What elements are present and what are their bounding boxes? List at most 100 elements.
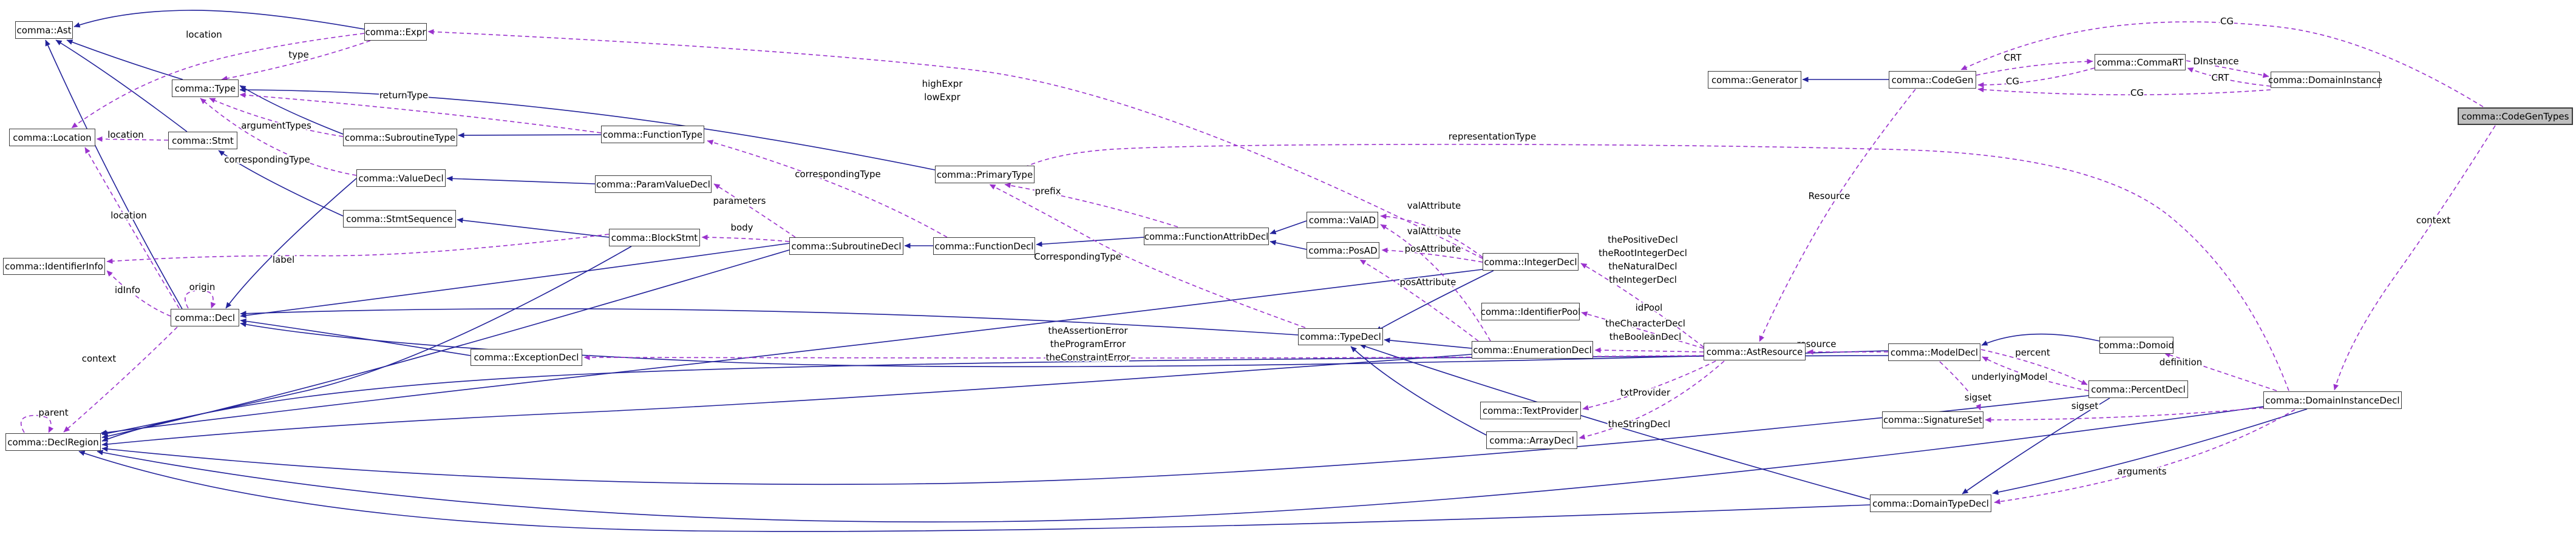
node-comma-rt[interactable]: comma::CommaRT: [2095, 54, 2186, 70]
node-type-decl[interactable]: comma::TypeDecl: [1298, 328, 1383, 345]
node-decl-region[interactable]: comma::DeclRegion: [5, 433, 101, 451]
edge-label-comma-rt-to-domain-instance: DInstance: [2193, 56, 2238, 67]
edge-label-comma-rt-to-code-gen: CG: [2006, 76, 2019, 87]
node-identifier-pool[interactable]: comma::IdentifierPool: [1481, 303, 1580, 320]
edge-function-type-to-type: [239, 92, 602, 133]
edge-stmt-sequence-to-stmt: [218, 150, 344, 217]
node-type[interactable]: comma::Type: [172, 79, 239, 97]
node-identifier-info[interactable]: comma::IdentifierInfo: [3, 258, 105, 275]
node-ast[interactable]: comma::Ast: [15, 21, 73, 39]
node-value-decl[interactable]: comma::ValueDecl: [356, 169, 446, 187]
node-stmt[interactable]: comma::Stmt: [168, 132, 237, 149]
edge-domoid-to-model-decl: [1981, 333, 2100, 346]
edge-type-decl-to-decl: [240, 308, 1299, 336]
edge-label-ast-resource-to-array-decl: theStringDecl: [1608, 419, 1671, 430]
edge-integer-decl-to-decl-region: [100, 269, 1483, 436]
edge-percent-decl-to-model-decl: [1982, 356, 2089, 391]
edge-label-enumeration-decl-to-pos-ad: posAttribute: [1400, 277, 1456, 288]
edge-model-decl-to-percent-decl: [1980, 349, 2088, 385]
node-model-decl[interactable]: comma::ModelDecl: [1888, 343, 1980, 361]
node-text-provider[interactable]: comma::TextProvider: [1480, 402, 1581, 419]
node-function-attrib-decl[interactable]: comma::FunctionAttribDecl: [1144, 228, 1269, 245]
edge-decl-region-to-decl-region: [20, 414, 54, 433]
edge-model-decl-to-decl-region: [101, 355, 1889, 442]
edge-param-value-decl-to-value-decl: [446, 175, 596, 184]
node-primary-type[interactable]: comma::PrimaryType: [935, 166, 1035, 183]
edge-block-stmt-to-decl-region: [101, 246, 632, 436]
node-exception-decl[interactable]: comma::ExceptionDecl: [471, 349, 582, 366]
edge-ast-resource-to-integer-decl: [1580, 263, 1704, 348]
node-subroutine-type[interactable]: comma::SubroutineType: [343, 129, 457, 146]
node-function-type[interactable]: comma::FunctionType: [601, 126, 704, 143]
node-stmt-sequence[interactable]: comma::StmtSequence: [343, 210, 456, 228]
edge-stmt-to-location: [96, 136, 169, 142]
edge-label-block-stmt-to-identifier-info: label: [273, 254, 294, 265]
node-location[interactable]: comma::Location: [9, 129, 95, 146]
edge-subroutine-decl-to-decl-region: [101, 249, 790, 439]
node-function-decl[interactable]: comma::FunctionDecl: [933, 237, 1035, 255]
node-generator[interactable]: comma::Generator: [1708, 71, 1801, 89]
edge-domain-instance-decl-to-domain-type-decl: [1992, 408, 2308, 495]
node-domain-instance-decl[interactable]: comma::DomainInstanceDecl: [2263, 391, 2402, 409]
edge-code-gen-to-ast-resource: [1759, 89, 1916, 342]
node-domain-instance[interactable]: comma::DomainInstance: [2268, 72, 2382, 88]
edge-label-function-attrib-decl-to-primary-type: prefix: [1035, 186, 1061, 197]
node-array-decl[interactable]: comma::ArrayDecl: [1486, 431, 1577, 449]
edge-stmt-to-ast: [55, 39, 188, 132]
node-domain-type-decl[interactable]: comma::DomainTypeDecl: [1870, 495, 1991, 512]
edge-function-attrib-decl-to-function-decl: [1036, 237, 1144, 247]
node-code-gen[interactable]: comma::CodeGen: [1889, 71, 1976, 89]
node-pos-ad[interactable]: comma::PosAD: [1307, 242, 1379, 258]
edge-enumeration-decl-to-decl-region: [101, 354, 1472, 447]
node-decl[interactable]: comma::Decl: [171, 309, 239, 326]
edge-pos-ad-to-function-attrib-decl: [1269, 240, 1307, 250]
node-param-value-decl[interactable]: comma::ParamValueDecl: [595, 175, 712, 193]
edge-enumeration-decl-to-type-decl: [1384, 337, 1472, 349]
edge-block-stmt-to-stmt-sequence: [457, 217, 610, 238]
edge-subroutine-decl-to-param-value-decl: [713, 183, 796, 238]
edge-label-function-decl-to-function-type: correspondingType: [795, 169, 881, 180]
edge-label-expr-to-location: location: [186, 29, 222, 40]
node-subroutine-decl[interactable]: comma::SubroutineDecl: [789, 237, 903, 255]
node-ast-resource[interactable]: comma::AstResource: [1704, 343, 1806, 360]
edge-decl-to-location: [84, 147, 180, 309]
edge-exception-decl-to-decl: [240, 318, 471, 356]
node-integer-decl[interactable]: comma::IntegerDecl: [1483, 253, 1579, 271]
node-code-gen-types[interactable]: comma::CodeGenTypes: [2458, 107, 2573, 125]
edge-label-domain-instance-decl-to-signature-set: sigset: [2071, 400, 2099, 411]
edge-label-subroutine-type-to-type: argumentTypes: [241, 120, 311, 131]
edge-label-decl-to-identifier-info: idInfo: [115, 285, 140, 296]
node-expr[interactable]: comma::Expr: [364, 23, 427, 41]
edge-label-model-decl-to-signature-set: sigset: [1965, 392, 1992, 403]
edge-subroutine-decl-to-block-stmt: [701, 234, 790, 242]
edge-label-domain-instance-decl-to-domain-type-decl: arguments: [2117, 466, 2166, 477]
edge-ast-resource-to-identifier-pool: [1581, 311, 1704, 349]
node-signature-set[interactable]: comma::SignatureSet: [1882, 411, 1983, 428]
node-domoid[interactable]: comma::Domoid: [2099, 337, 2174, 354]
edge-label-integer-decl-to-val-ad: valAttribute: [1407, 200, 1461, 211]
node-val-ad[interactable]: comma::ValAD: [1307, 212, 1378, 228]
edge-label-domain-instance-to-code-gen: CG: [2130, 87, 2144, 98]
edge-label-code-gen-types-to-domain-instance-decl: context: [2416, 215, 2451, 226]
edge-label-domain-instance-to-comma-rt: CRT: [2212, 72, 2230, 83]
edge-label-decl-region-to-decl-region: parent: [38, 407, 68, 418]
edge-label-subroutine-decl-to-param-value-decl: parameters: [713, 195, 766, 206]
edge-label-expr-to-type: type: [288, 49, 309, 60]
edge-label-stmt-to-location: location: [107, 129, 144, 140]
node-block-stmt[interactable]: comma::BlockStmt: [609, 229, 700, 246]
edge-function-decl-to-function-type: [707, 140, 948, 238]
edge-code-gen-to-comma-rt: [1976, 58, 2093, 76]
node-percent-decl[interactable]: comma::PercentDecl: [2088, 380, 2188, 398]
edge-type-decl-to-primary-type: [989, 184, 1306, 328]
edge-label-decl-to-location: location: [110, 210, 147, 221]
edge-array-decl-to-type-decl: [1350, 346, 1487, 436]
edge-comma-rt-to-code-gen: [1977, 67, 2095, 88]
edge-label-code-gen-to-ast-resource: Resource: [1809, 191, 1850, 201]
edge-expr-to-ast: [73, 10, 365, 30]
edge-subroutine-type-to-type: [209, 98, 344, 137]
edge-domain-instance-decl-to-domain-type-decl: [1994, 409, 2296, 505]
node-enumeration-decl[interactable]: comma::EnumerationDecl: [1472, 341, 1593, 359]
